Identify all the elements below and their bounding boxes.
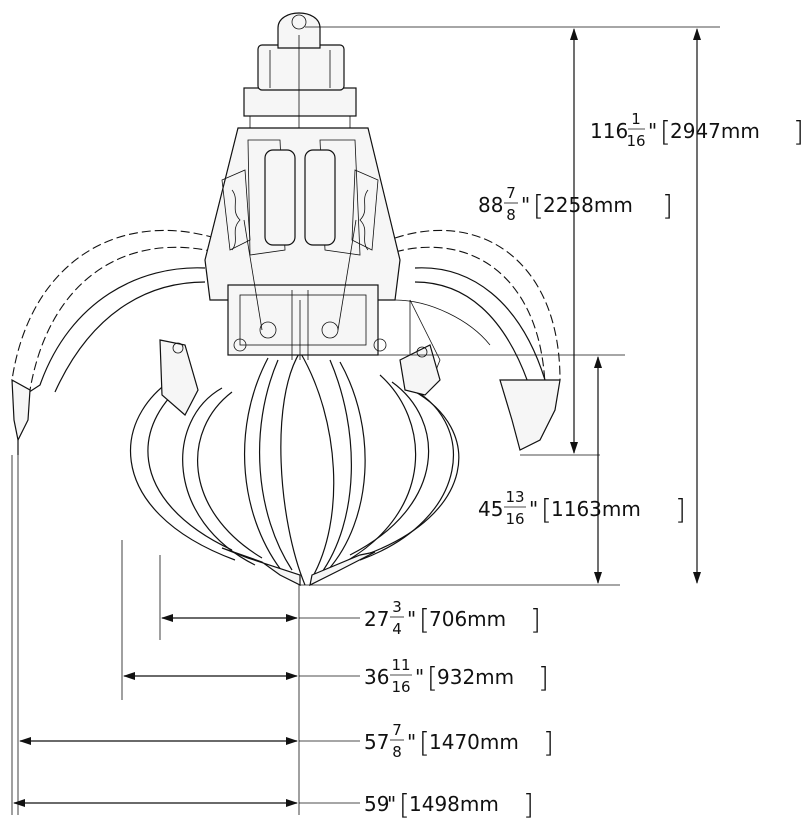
svg-text:36: 36 xyxy=(364,665,389,689)
svg-text:57: 57 xyxy=(364,730,389,754)
svg-text:8: 8 xyxy=(506,206,516,224)
svg-text:": " xyxy=(407,607,416,631)
svg-text:88: 88 xyxy=(478,193,503,217)
svg-text:16: 16 xyxy=(626,132,645,150)
svg-text:]: ] xyxy=(662,189,673,222)
svg-text:1163mm: 1163mm xyxy=(551,497,641,521)
dim-open-reach: 57 7 8 " [ 1470mm ] xyxy=(364,721,554,761)
svg-text:[: [ xyxy=(660,115,671,148)
svg-text:": " xyxy=(529,497,538,521)
svg-text:": " xyxy=(648,119,657,143)
dim-overall-height: 116 1 16 " [ 2947mm ] xyxy=(590,110,804,150)
svg-text:1: 1 xyxy=(631,110,641,128)
svg-text:]: ] xyxy=(530,603,541,636)
svg-text:1498mm: 1498mm xyxy=(409,792,499,816)
svg-text:[: [ xyxy=(419,603,430,636)
svg-text:706mm: 706mm xyxy=(429,607,506,631)
svg-text:]: ] xyxy=(675,493,686,526)
svg-text:59: 59 xyxy=(364,792,389,816)
svg-text:116: 116 xyxy=(590,119,628,143)
svg-text:[: [ xyxy=(427,661,438,694)
closed-tines xyxy=(130,339,460,587)
orange-peel-grapple xyxy=(11,12,561,587)
svg-text:8: 8 xyxy=(392,743,402,761)
svg-text:[: [ xyxy=(541,493,552,526)
svg-text:932mm: 932mm xyxy=(437,665,514,689)
svg-text:7: 7 xyxy=(506,184,516,202)
dim-body-height: 88 7 8 " [ 2258mm ] xyxy=(478,184,673,224)
svg-text:]: ] xyxy=(523,788,534,821)
svg-text:16: 16 xyxy=(505,510,524,528)
svg-text:": " xyxy=(521,193,530,217)
dim-closed-reach: 27 3 4 " [ 706mm ] xyxy=(364,598,541,638)
svg-text:45: 45 xyxy=(478,497,503,521)
dim-mid-reach: 36 11 16 " [ 932mm ] xyxy=(364,656,549,696)
svg-text:2258mm: 2258mm xyxy=(543,193,633,217)
svg-text:27: 27 xyxy=(364,607,389,631)
svg-text:": " xyxy=(387,792,396,816)
svg-text:11: 11 xyxy=(391,656,410,674)
svg-text:]: ] xyxy=(793,115,804,148)
svg-text:[: [ xyxy=(533,189,544,222)
svg-text:[: [ xyxy=(399,788,410,821)
svg-text:]: ] xyxy=(538,661,549,694)
svg-text:13: 13 xyxy=(505,488,524,506)
svg-text:1470mm: 1470mm xyxy=(429,730,519,754)
open-tines xyxy=(11,267,561,455)
grapple-body xyxy=(204,127,401,360)
svg-text:16: 16 xyxy=(391,678,410,696)
svg-text:[: [ xyxy=(419,726,430,759)
open-tines-dashed xyxy=(11,229,561,391)
svg-text:": " xyxy=(407,730,416,754)
rotator-head xyxy=(243,12,357,129)
svg-text:3: 3 xyxy=(392,598,402,616)
svg-text:": " xyxy=(415,665,424,689)
svg-text:4: 4 xyxy=(392,620,402,638)
dim-tine-height: 45 13 16 " [ 1163mm ] xyxy=(478,488,686,528)
svg-text:2947mm: 2947mm xyxy=(670,119,760,143)
dim-max-reach: 59 " [ 1498mm ] xyxy=(364,788,534,821)
dimension-lines xyxy=(11,26,720,815)
svg-text:]: ] xyxy=(543,726,554,759)
svg-text:7: 7 xyxy=(392,721,402,739)
